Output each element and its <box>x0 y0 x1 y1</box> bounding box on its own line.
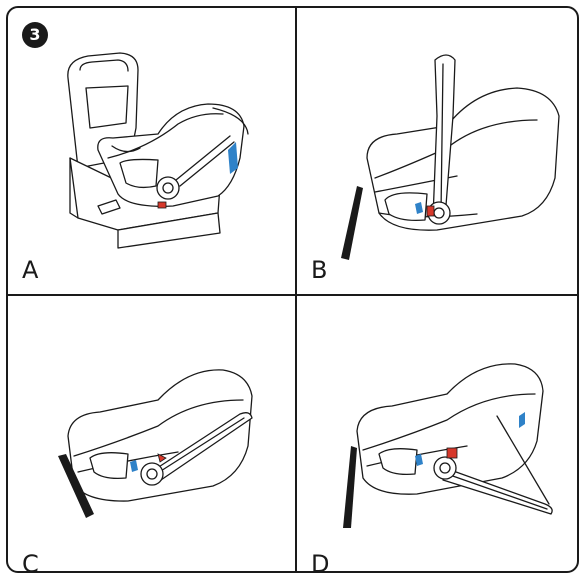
panel-label: C <box>22 552 39 573</box>
panel-d: D <box>297 296 579 573</box>
panel-b: B <box>297 8 579 292</box>
carrier-handle-rocking-illustration <box>297 296 579 573</box>
panel-label: B <box>311 258 327 282</box>
panel-label: A <box>22 258 38 282</box>
panel-a: A <box>8 8 293 292</box>
panel-label: D <box>311 552 329 573</box>
panel-c: C <box>8 296 293 573</box>
carrier-handle-back-illustration <box>8 296 293 573</box>
carrier-handle-up-illustration <box>297 8 579 292</box>
vertical-divider <box>295 8 297 571</box>
instruction-figure: 3 A <box>6 6 579 573</box>
car-seat-on-base-illustration <box>8 8 293 292</box>
horizontal-divider <box>8 294 577 296</box>
